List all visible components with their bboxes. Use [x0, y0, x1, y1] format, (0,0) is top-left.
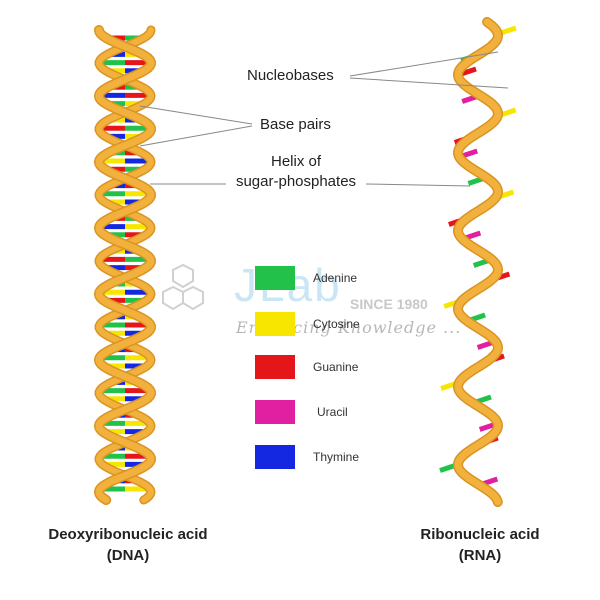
label-helix: Helix of sugar-phosphates: [226, 152, 366, 192]
caption-rna: Ribonucleic acid (RNA): [400, 524, 560, 566]
caption-rna-line2: (RNA): [458, 547, 502, 564]
legend-label: Uracil: [317, 405, 348, 419]
legend-item-guanine: Guanine: [255, 354, 358, 380]
label-nucleobases: Nucleobases: [247, 67, 334, 84]
legend-item-cytosine: Cytosine: [255, 311, 360, 337]
rna-backbone-fill: [454, 18, 502, 506]
dna-backbone-front-fill: [95, 26, 155, 504]
legend-label: Thymine: [313, 450, 360, 464]
legend-label: Cytosine: [313, 317, 360, 331]
legend-item-uracil: Uracil: [255, 399, 348, 425]
legend-swatch: [255, 445, 295, 469]
label-helix-line2: sugar-phosphates: [235, 173, 357, 190]
caption-rna-line1: Ribonucleic acid: [420, 526, 540, 543]
caption-dna: Deoxyribonucleic acid (DNA): [18, 524, 238, 566]
legend-swatch: [255, 266, 295, 290]
label-base-pairs: Base pairs: [260, 116, 331, 133]
legend-swatch: [255, 355, 295, 379]
dna-backbone-back-fill: [96, 27, 155, 503]
legend-swatch: [255, 312, 295, 336]
legend-item-thymine: Thymine: [255, 444, 359, 470]
caption-dna-line2: (DNA): [106, 547, 150, 564]
watermark-logo-icon: [162, 263, 204, 311]
dna-double-helix: [93, 25, 156, 505]
callout-line-basepair-2: [139, 125, 253, 147]
callout-line-helix-rna: [365, 183, 471, 187]
legend-swatch: [255, 400, 295, 424]
callout-line-basepair-1: [139, 105, 253, 125]
legend-label: Guanine: [313, 360, 359, 374]
label-helix-line1: Helix of: [270, 153, 322, 170]
caption-dna-line1: Deoxyribonucleic acid: [48, 526, 208, 543]
legend-item-adenine: Adenine: [255, 265, 357, 291]
watermark-since: SINCE 1980: [350, 296, 428, 312]
rna-single-strand: [439, 17, 517, 507]
callout-line-nucleobase-1: [349, 51, 499, 77]
callout-line-nucleobase-2: [349, 77, 509, 89]
callout-lines: [139, 51, 509, 187]
legend-label: Adenine: [313, 271, 358, 285]
